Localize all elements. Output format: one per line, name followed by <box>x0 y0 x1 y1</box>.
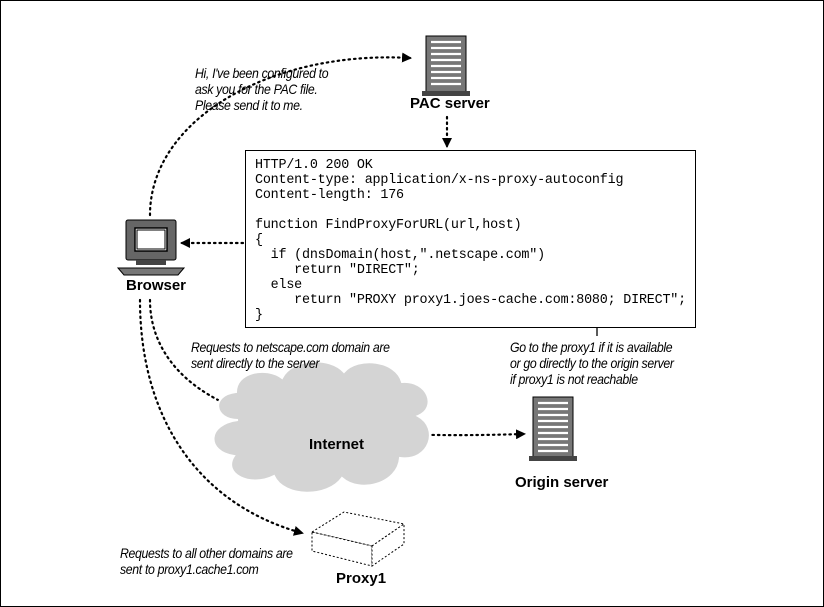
proxy-fallback-note: Go to the proxy1 if it is available or g… <box>510 339 674 387</box>
code-line: HTTP/1.0 200 OK <box>255 158 373 173</box>
code-line <box>255 203 695 218</box>
code-line: else <box>255 278 303 293</box>
proxy1-device-icon <box>310 511 406 567</box>
code-line: Content-length: 176 <box>255 188 404 203</box>
code-line: Content-type: application/x-ns-proxy-aut… <box>255 173 624 188</box>
note-line: if proxy1 is not reachable <box>510 371 638 387</box>
browser-request-note: Hi, I've been configured to ask you for … <box>195 65 329 113</box>
note-line: Hi, I've been configured to <box>195 65 329 81</box>
code-line: return "PROXY proxy1.joes-cache.com:8080… <box>255 293 686 308</box>
browser-label: Browser <box>126 277 187 294</box>
origin-server-icon <box>529 396 577 461</box>
browser-computer-icon <box>116 219 186 276</box>
pac-server-icon <box>422 35 470 96</box>
note-line: or go directly to the origin server <box>510 355 674 371</box>
origin-server-label: Origin server <box>515 474 609 491</box>
direct-requests-note: Requests to netscape.com domain are sent… <box>191 339 390 371</box>
code-line: { <box>255 233 263 248</box>
browser-to-pac-arrow <box>148 52 412 217</box>
note-line: ask you for the PAC file. <box>195 81 318 97</box>
note-line: sent to proxy1.cache1.com <box>120 561 259 577</box>
note-line: Please send it to me. <box>195 97 303 113</box>
code-line: return "DIRECT"; <box>255 263 420 278</box>
note-line: Requests to all other domains are <box>120 545 293 561</box>
note-line: Requests to netscape.com domain are <box>191 339 390 355</box>
code-line: function FindProxyForURL(url,host) <box>255 218 522 233</box>
code-line: } <box>255 308 263 323</box>
note-line: sent directly to the server <box>191 355 320 371</box>
pac-server-label: PAC server <box>410 95 490 112</box>
other-requests-note: Requests to all other domains are sent t… <box>120 545 293 577</box>
proxy-path-arrow <box>138 298 304 536</box>
code-line: if (dnsDomain(host,".netscape.com") <box>255 248 545 263</box>
note-line: Go to the proxy1 if it is available <box>510 339 673 355</box>
internet-label: Internet <box>309 436 365 453</box>
internet-cloud <box>212 360 431 494</box>
proxy1-label: Proxy1 <box>336 570 387 587</box>
